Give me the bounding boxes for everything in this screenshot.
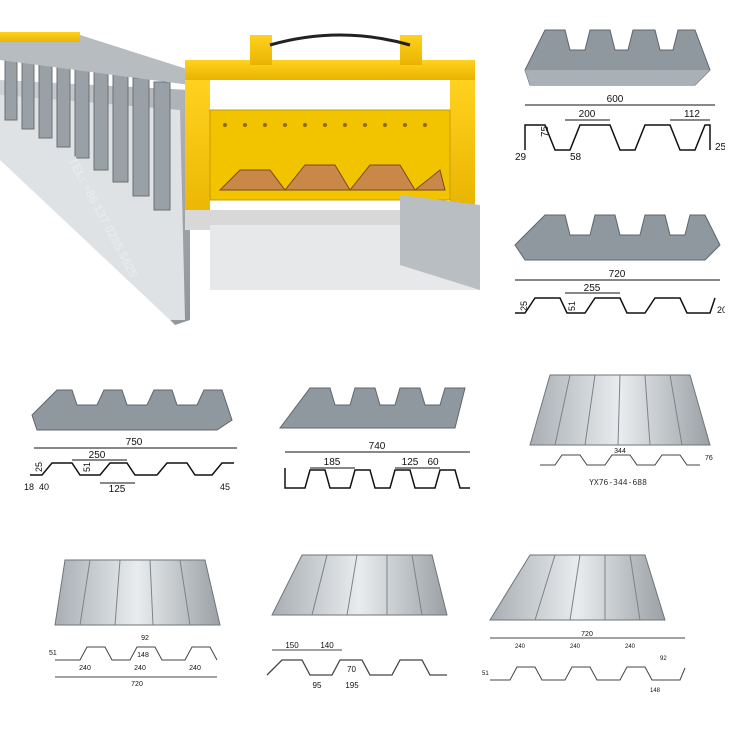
dim-pitch: 255: [584, 283, 601, 294]
dim-seg1: 240: [79, 665, 91, 672]
dim-pitch: 250: [89, 450, 106, 461]
dim-left-height: 25: [34, 462, 44, 472]
dim-height: 70: [347, 665, 356, 674]
dim-right-flange: 25: [715, 142, 725, 153]
dim-top: 92: [660, 656, 667, 662]
dim-left-flange: 25: [519, 301, 529, 311]
dim-total: 720: [609, 269, 626, 280]
dim-left-a: 18: [24, 482, 34, 492]
profile-750-diagram: 750 250 125 25 51 18 40 45: [22, 380, 242, 495]
profile-720-diagram: 720 255 25 51 20: [505, 205, 725, 320]
dim-seg1: 240: [515, 644, 526, 650]
dim-total: 720: [131, 681, 143, 688]
profile-yx76-photo: 344 76 YX76-344-688: [510, 370, 725, 495]
profile-600-diagram: 600 200 112 75 58 29 25: [510, 25, 725, 170]
dim-left-flange: 29: [515, 152, 527, 163]
dim-height: 51: [49, 650, 57, 657]
dim-total: 750: [126, 437, 143, 448]
dim-height: 51: [82, 462, 92, 472]
dim-total: 740: [369, 441, 386, 452]
dim-pitch: 200: [579, 109, 596, 120]
dim-c: 95: [313, 681, 322, 690]
dim-top: 92: [141, 635, 149, 642]
dim-bottom: 60: [427, 457, 439, 468]
dim-right-flange: 20: [717, 305, 725, 315]
profile-150-photo: 150 140 70 95 195: [262, 550, 462, 695]
dim-left-b: 40: [39, 482, 49, 492]
dim-total: 720: [581, 631, 593, 638]
dim-rib: 148: [650, 688, 661, 694]
dim-seg2: 240: [134, 665, 146, 672]
dim-seg3: 240: [189, 665, 201, 672]
dim-height: 76: [705, 455, 713, 462]
dim-b: 140: [320, 641, 334, 650]
dim-bottom: 58: [570, 152, 582, 163]
dim-total: 344: [614, 448, 626, 455]
dim-rib: 148: [137, 652, 149, 659]
dim-height: 51: [482, 671, 489, 677]
profile-caption: YX76-344-688: [589, 478, 647, 487]
dim-seg2: 240: [570, 644, 581, 650]
dim-seg3: 240: [625, 644, 636, 650]
dim-bottom: 125: [109, 484, 126, 495]
dim-pitch: 185: [324, 457, 341, 468]
dim-right-flange: 45: [220, 482, 230, 492]
profile-740-diagram: 740 185 125 60: [275, 380, 475, 490]
dim-total: 600: [607, 94, 624, 105]
profile-240-photo: 92 148 51 240 240 240 720: [45, 555, 230, 690]
dim-a: 150: [285, 641, 299, 650]
dim-top: 112: [684, 109, 700, 120]
roll-forming-machine-photo: TEL: +86 137 0285 5825: [0, 20, 490, 330]
profile-720-photo: 720 240 240 240 92 148 51: [480, 550, 695, 695]
dim-top: 125: [402, 457, 419, 468]
dim-height: 51: [567, 301, 577, 311]
dim-d: 195: [345, 681, 359, 690]
dim-height: 75: [540, 125, 551, 137]
